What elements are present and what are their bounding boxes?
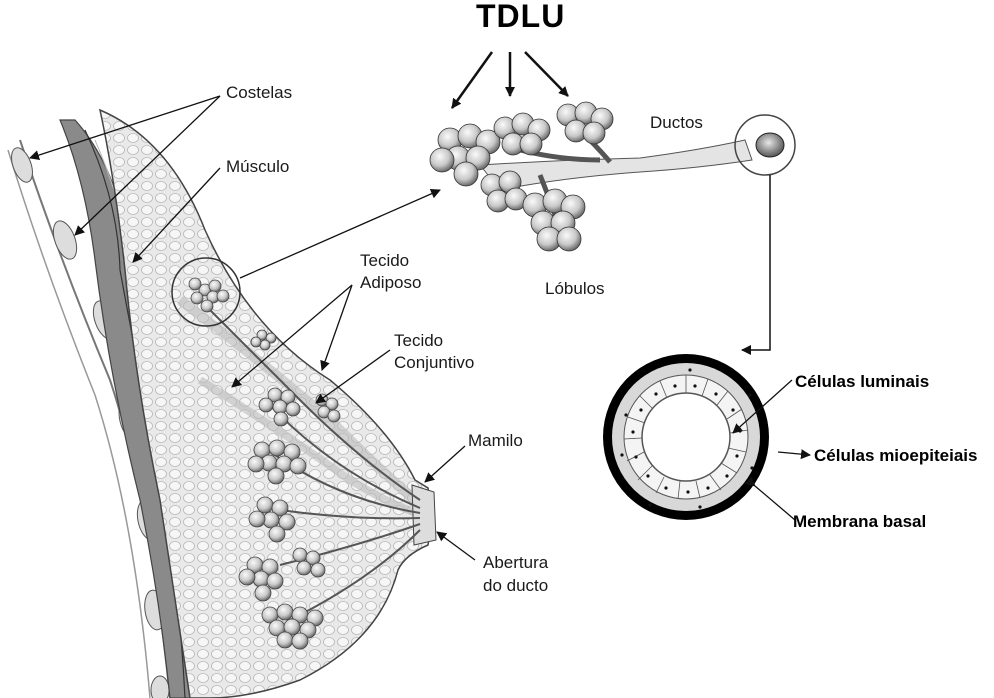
nipple [412, 485, 436, 545]
label-celulas-mioepiteliais: Células mioepiteiais [814, 445, 977, 466]
label-abertura-2: do ducto [483, 575, 548, 596]
label-tecido-adiposo-1: Tecido [360, 250, 409, 271]
label-tecido-adiposo-2: Adiposo [360, 272, 421, 293]
label-musculo: Músculo [226, 156, 289, 177]
label-mamilo: Mamilo [468, 430, 523, 451]
label-tecido-conjuntivo-2: Conjuntivo [394, 352, 474, 373]
label-costelas: Costelas [226, 82, 292, 103]
label-ductos: Ductos [650, 112, 703, 133]
label-tecido-conjuntivo-1: Tecido [394, 330, 443, 351]
title-tdlu: TDLU [476, 6, 565, 27]
label-lobulos: Lóbulos [545, 278, 605, 299]
label-membrana-basal: Membrana basal [793, 511, 926, 532]
tdlu-enlargement [430, 102, 795, 251]
label-celulas-luminais: Células luminais [795, 371, 929, 392]
duct-cross-section [603, 354, 769, 520]
label-abertura-1: Abertura [483, 552, 548, 573]
